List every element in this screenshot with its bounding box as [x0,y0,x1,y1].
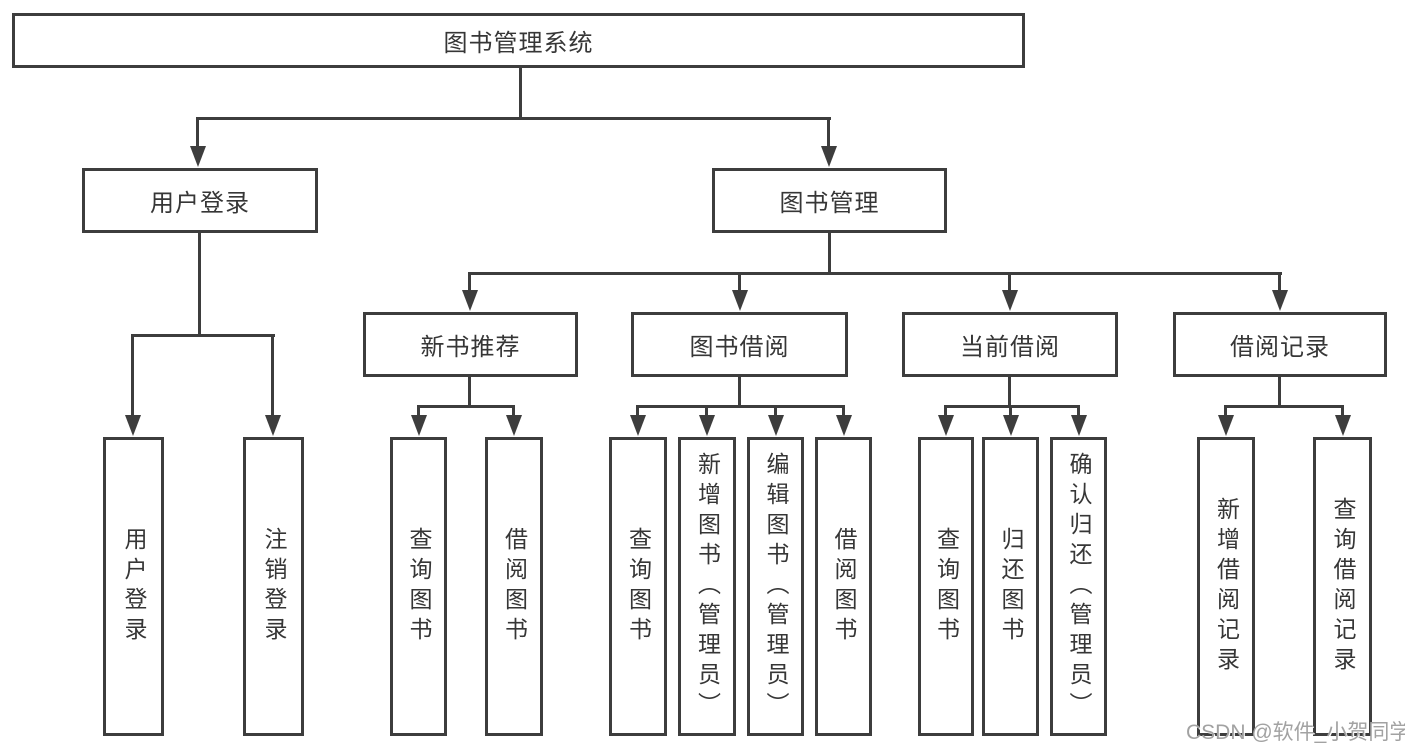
watermark: CSDN @软件_小贺同学 [1186,721,1405,744]
node-borrow-records-label: 借阅记录 [1230,334,1330,361]
node-new-book-recommend: 新书推荐 [363,312,578,377]
node-leaf-cb-confirm-return-admin: 确认归还（管理员） [1050,437,1107,736]
node-leaf-bb-query-books-label: 查询图书 [625,526,652,647]
node-leaf-br-query-record-label: 查询借阅记录 [1330,496,1356,677]
node-leaf-bb-borrow-books-label: 借阅图书 [831,526,857,647]
node-book-borrowing: 图书借阅 [631,312,848,377]
edge-user-login-stem [198,231,201,337]
edge-current-borrowing-bar [945,405,1080,408]
arrow-to-nb-query [417,405,420,415]
node-leaf-cb-confirm-return-admin-label: 确认归还（管理员） [1066,451,1092,722]
node-book-management-label: 图书管理 [779,190,880,217]
node-root: 图书管理系统 [12,13,1025,68]
arrow-to-br-query [1341,405,1344,415]
node-book-borrowing-label: 图书借阅 [689,334,790,361]
node-borrow-records: 借阅记录 [1173,312,1387,377]
node-new-book-recommend-label: 新书推荐 [420,334,521,361]
arrow-to-cb-query [944,405,947,415]
node-user-login: 用户登录 [82,168,318,233]
arrow-to-leaf-logout [271,334,274,415]
node-leaf-bb-borrow-books: 借阅图书 [815,437,872,736]
node-user-login-label: 用户登录 [150,190,250,217]
node-leaf-nb-query-books-label: 查询图书 [406,526,432,647]
node-current-borrowing-label: 当前借阅 [960,334,1060,361]
node-leaf-bb-edit-books-admin: 编辑图书（管理员） [747,437,804,736]
edge-root-bar [197,117,831,120]
node-leaf-bb-query-books: 查询图书 [609,437,667,736]
node-leaf-cb-return-books-label: 归还图书 [998,526,1024,647]
edge-new-book-stem [468,374,471,408]
arrow-to-book-management [827,117,830,146]
arrow-to-new-book-recommend [468,272,471,290]
arrow-to-user-login [196,117,199,146]
node-leaf-cb-return-books: 归还图书 [982,437,1039,736]
arrow-to-bb-query [636,405,639,415]
node-leaf-nb-borrow-books: 借阅图书 [485,437,543,736]
edge-user-login-bar [132,334,275,337]
arrow-to-bb-edit [774,405,777,415]
node-leaf-bb-add-books-admin: 新增图书（管理员） [678,437,736,736]
node-leaf-br-add-record: 新增借阅记录 [1197,437,1255,736]
arrow-to-current-borrowing [1008,272,1011,290]
edge-book-management-bar [469,272,1282,275]
node-root-label: 图书管理系统 [443,30,594,57]
edge-borrow-records-bar [1225,405,1344,408]
node-leaf-cb-query-books-label: 查询图书 [933,526,960,647]
node-leaf-bb-edit-books-admin-label: 编辑图书（管理员） [763,451,789,722]
edge-book-borrowing-bar [637,405,845,408]
edge-book-management-stem [828,231,831,275]
arrow-to-borrow-records [1278,272,1281,290]
arrow-to-leaf-user-login [131,334,134,415]
node-leaf-nb-borrow-books-label: 借阅图书 [501,526,528,647]
node-current-borrowing: 当前借阅 [902,312,1118,377]
edge-borrow-records-stem [1278,374,1281,408]
node-leaf-user-login: 用户登录 [103,437,164,736]
arrow-to-book-borrowing [738,272,741,290]
node-leaf-logout-label: 注销登录 [261,526,287,647]
arrow-to-nb-borrow [512,405,515,415]
arrow-to-bb-borrow [842,405,845,415]
node-book-management: 图书管理 [712,168,947,233]
node-leaf-user-login-label: 用户登录 [121,526,147,647]
node-leaf-nb-query-books: 查询图书 [390,437,447,736]
arrow-to-cb-confirm [1077,405,1080,415]
node-leaf-br-add-record-label: 新增借阅记录 [1213,496,1240,677]
node-leaf-bb-add-books-admin-label: 新增图书（管理员） [694,451,721,722]
edge-current-borrowing-stem [1008,374,1011,408]
edge-book-borrowing-stem [738,374,741,408]
node-leaf-logout: 注销登录 [243,437,304,736]
edge-new-book-bar [417,405,515,408]
node-leaf-br-query-record: 查询借阅记录 [1313,437,1372,736]
arrow-to-cb-return [1009,405,1012,415]
node-leaf-cb-query-books: 查询图书 [918,437,974,736]
arrow-to-br-add [1224,405,1227,415]
edge-root-stem [519,66,522,119]
arrow-to-bb-add [705,405,708,415]
